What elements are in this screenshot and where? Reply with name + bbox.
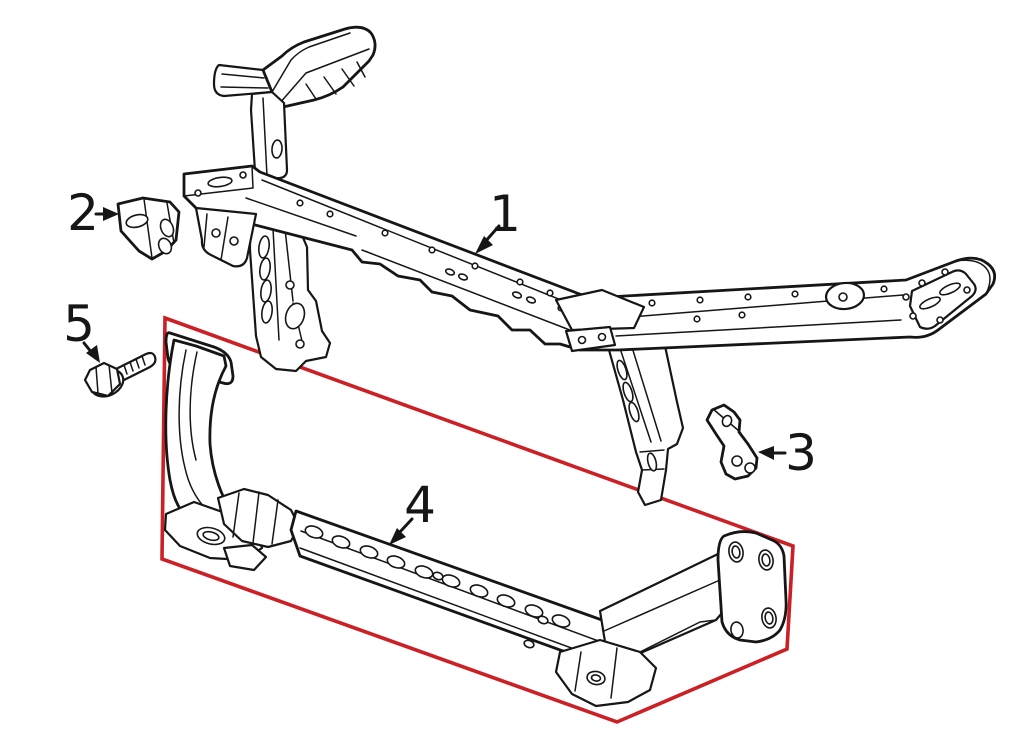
callout-4-arrow <box>389 517 414 545</box>
upper-support-left-stay <box>248 201 332 373</box>
bracket-part-2 <box>116 196 181 261</box>
callout-3-arrow <box>758 446 787 460</box>
highlight-outline <box>160 315 795 724</box>
bolt-part-5 <box>83 351 157 398</box>
callout-5-label: 5 <box>63 295 95 353</box>
upper-support-latch-bracket <box>212 25 377 181</box>
upper-tie-bar-part-1 <box>182 164 997 353</box>
callout-1-label: 1 <box>489 185 521 243</box>
callout-5-arrow <box>82 341 100 363</box>
callout-1-arrow <box>475 224 501 254</box>
lower-tie-bar-part-4 <box>163 331 788 708</box>
callout-arrows <box>82 207 787 545</box>
highlight-polygon <box>160 315 795 724</box>
callout-2-label: 2 <box>67 184 99 242</box>
callout-4-label: 4 <box>404 476 436 534</box>
callout-labels: 1 2 3 4 5 <box>63 184 817 534</box>
callout-3-label: 3 <box>785 424 817 482</box>
bracket-part-3 <box>705 403 759 481</box>
callout-2-arrow <box>94 207 119 221</box>
